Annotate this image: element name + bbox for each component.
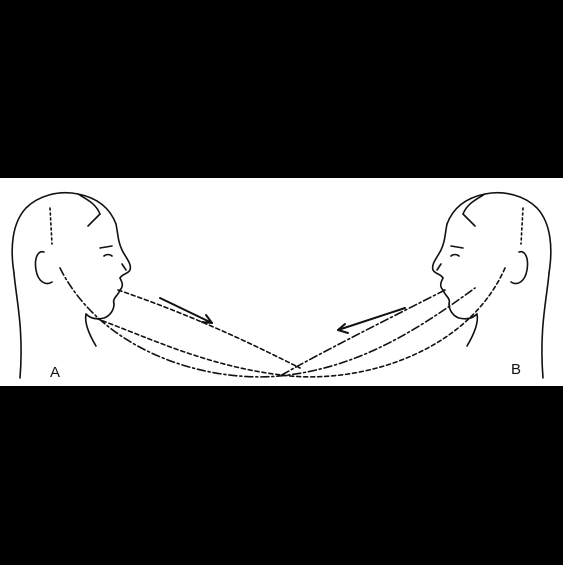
illustration-panel: A B (0, 178, 563, 386)
breath-path-b-dashdot (280, 290, 445, 376)
arrow-right-icon (160, 298, 212, 323)
arrow-left-icon (338, 308, 405, 333)
person-b-label: B (511, 362, 521, 377)
breath-exchange-diagram (0, 178, 563, 386)
person-a-label: A (50, 365, 60, 380)
head-profile-left-icon (12, 193, 130, 378)
head-profile-right-icon (433, 193, 551, 378)
breath-path-a-dashed (118, 290, 300, 368)
breath-path-b-dashed (95, 268, 505, 377)
